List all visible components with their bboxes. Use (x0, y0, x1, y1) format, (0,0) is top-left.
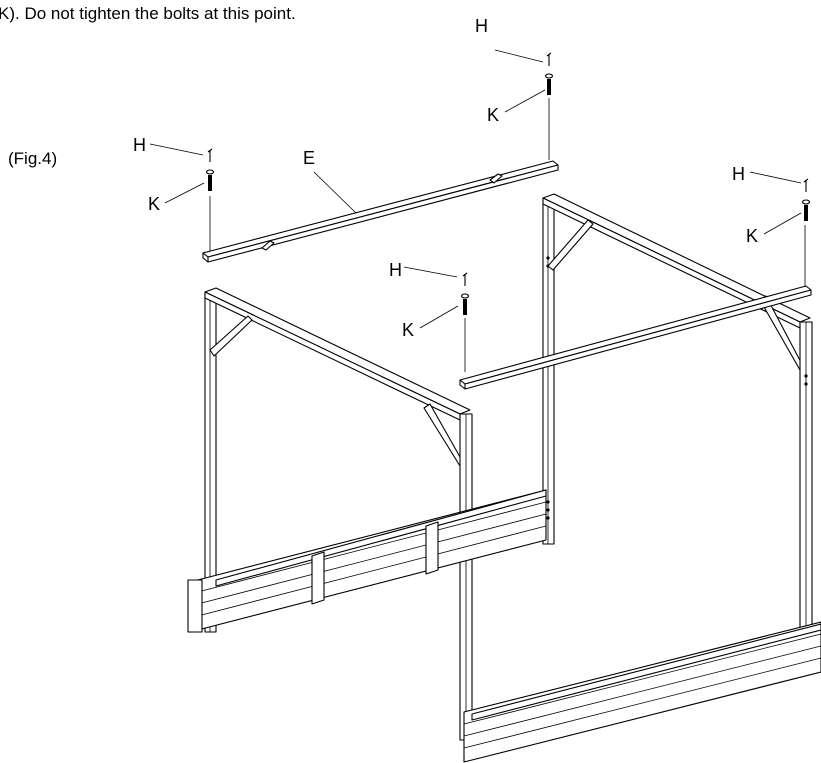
rail-right-side (542, 193, 811, 371)
label-h-right: H (732, 164, 745, 184)
alignment-lines (209, 98, 806, 372)
instruction-text: K). Do not tighten the bolts at this poi… (0, 4, 296, 23)
figure-label: (Fig.4) (8, 149, 57, 168)
beam-front-top (459, 285, 812, 390)
label-k-left: K (148, 194, 160, 214)
rail-left-side (204, 287, 471, 467)
post-right-front (799, 321, 813, 661)
label-e-beam: E (303, 148, 315, 168)
beam-e (202, 160, 559, 263)
bolt-left (205, 148, 215, 191)
label-h-top-right: H (475, 16, 488, 36)
label-k-top-right: K (487, 105, 499, 125)
label-h-left: H (133, 135, 146, 155)
post-center-front (459, 413, 473, 741)
bolt-top-right (544, 52, 554, 95)
base-right (463, 621, 821, 763)
label-k-right: K (746, 226, 758, 246)
leader-lines (149, 49, 802, 329)
base-left (187, 489, 547, 633)
label-h-center: H (389, 260, 402, 280)
bolt-center (460, 272, 470, 315)
bolt-right (801, 178, 811, 221)
label-k-center: K (402, 320, 414, 340)
